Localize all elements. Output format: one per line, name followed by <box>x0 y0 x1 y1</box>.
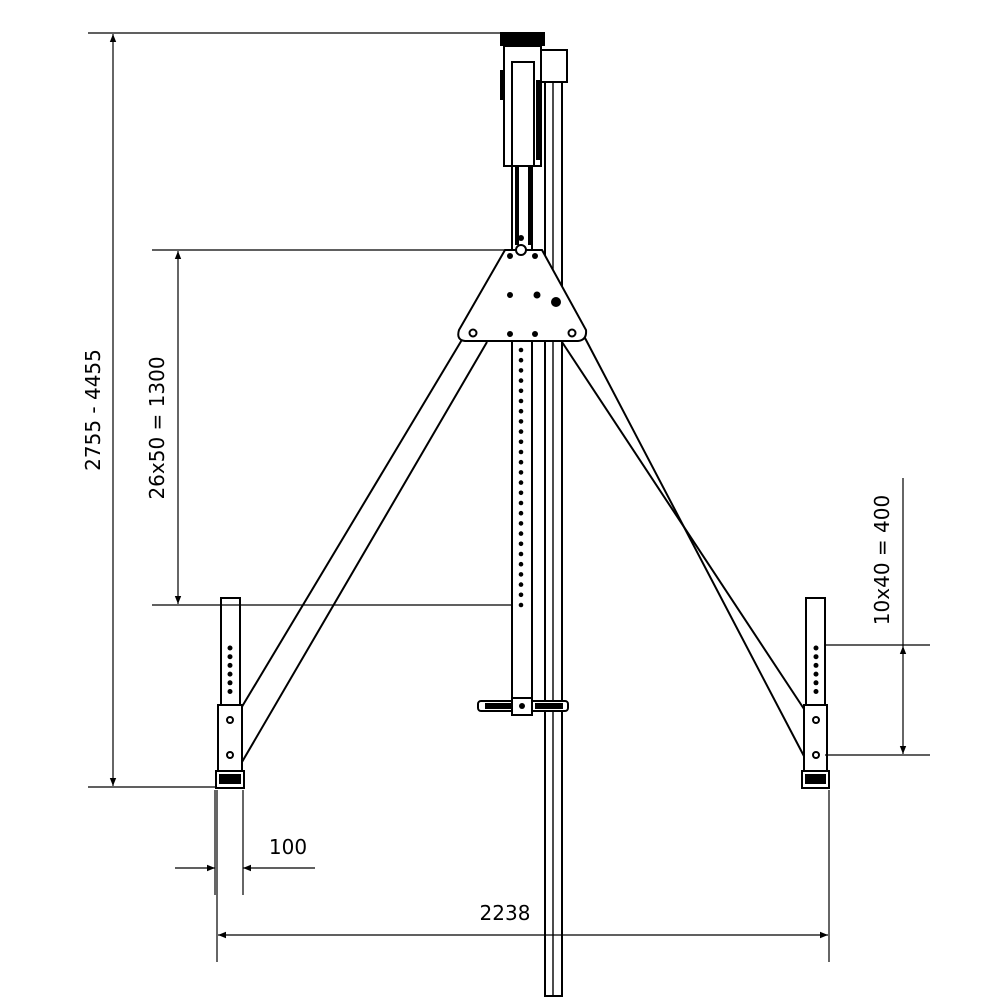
left-foot-post <box>215 597 245 789</box>
adjust-hole <box>518 500 524 506</box>
adjust-hole <box>813 689 819 694</box>
adjust-hole <box>518 439 524 445</box>
adjust-hole <box>518 551 524 557</box>
adjust-hole <box>518 541 524 547</box>
adjust-hole <box>813 671 819 677</box>
adjust-hole <box>813 645 819 651</box>
adjust-hole <box>227 680 233 686</box>
column-adjust-label: 26x50 = 1300 <box>145 356 169 499</box>
adjust-hole <box>518 429 524 434</box>
adjust-hole <box>518 378 524 383</box>
triangle-plate <box>457 244 588 342</box>
dimension-leg-adjust: 10x40 = 400 <box>825 478 930 756</box>
adjust-hole <box>518 510 524 516</box>
adjust-hole <box>518 449 524 455</box>
adjust-hole <box>518 398 524 404</box>
adjust-hole <box>227 654 233 660</box>
adjust-hole <box>518 368 524 373</box>
adjust-hole <box>227 645 233 651</box>
adjust-hole <box>518 521 524 526</box>
adjust-hole <box>813 654 819 660</box>
leg-adjust-label: 10x40 = 400 <box>870 495 894 625</box>
adjust-hole <box>518 582 524 587</box>
adjust-hole <box>227 689 233 694</box>
adjust-hole <box>518 459 524 465</box>
left-leg <box>239 337 488 763</box>
adjust-hole <box>518 480 524 485</box>
adjust-hole <box>518 408 524 414</box>
adjust-hole <box>813 662 819 668</box>
right-leg <box>561 337 807 761</box>
adjust-hole <box>518 490 524 496</box>
adjust-hole <box>518 419 524 424</box>
adjust-hole <box>518 357 524 363</box>
adjust-hole <box>518 561 524 567</box>
adjust-hole <box>227 671 233 677</box>
column-holes <box>518 347 524 608</box>
dimension-overall-height: 2755 - 4455 <box>81 32 500 788</box>
dimension-leg-width: 100 <box>175 790 315 895</box>
adjust-hole <box>518 470 524 475</box>
adjust-hole <box>518 602 524 608</box>
adjust-hole <box>518 572 524 577</box>
leg-width-label: 100 <box>269 835 307 859</box>
column-clamp <box>477 697 569 716</box>
adjust-hole <box>518 388 524 394</box>
adjust-hole <box>518 531 524 536</box>
right-foot-post <box>801 597 830 789</box>
top-head <box>500 32 568 245</box>
overall-height-label: 2755 - 4455 <box>81 349 105 471</box>
dimension-base-width: 2238 <box>216 790 830 962</box>
adjust-hole <box>227 662 233 668</box>
adjust-hole <box>813 680 819 686</box>
adjust-hole <box>518 347 524 353</box>
vertical-rail <box>544 77 563 997</box>
dimension-column-adjust: 26x50 = 1300 <box>145 249 512 606</box>
base-width-label: 2238 <box>480 901 531 925</box>
adjust-hole <box>518 592 524 598</box>
